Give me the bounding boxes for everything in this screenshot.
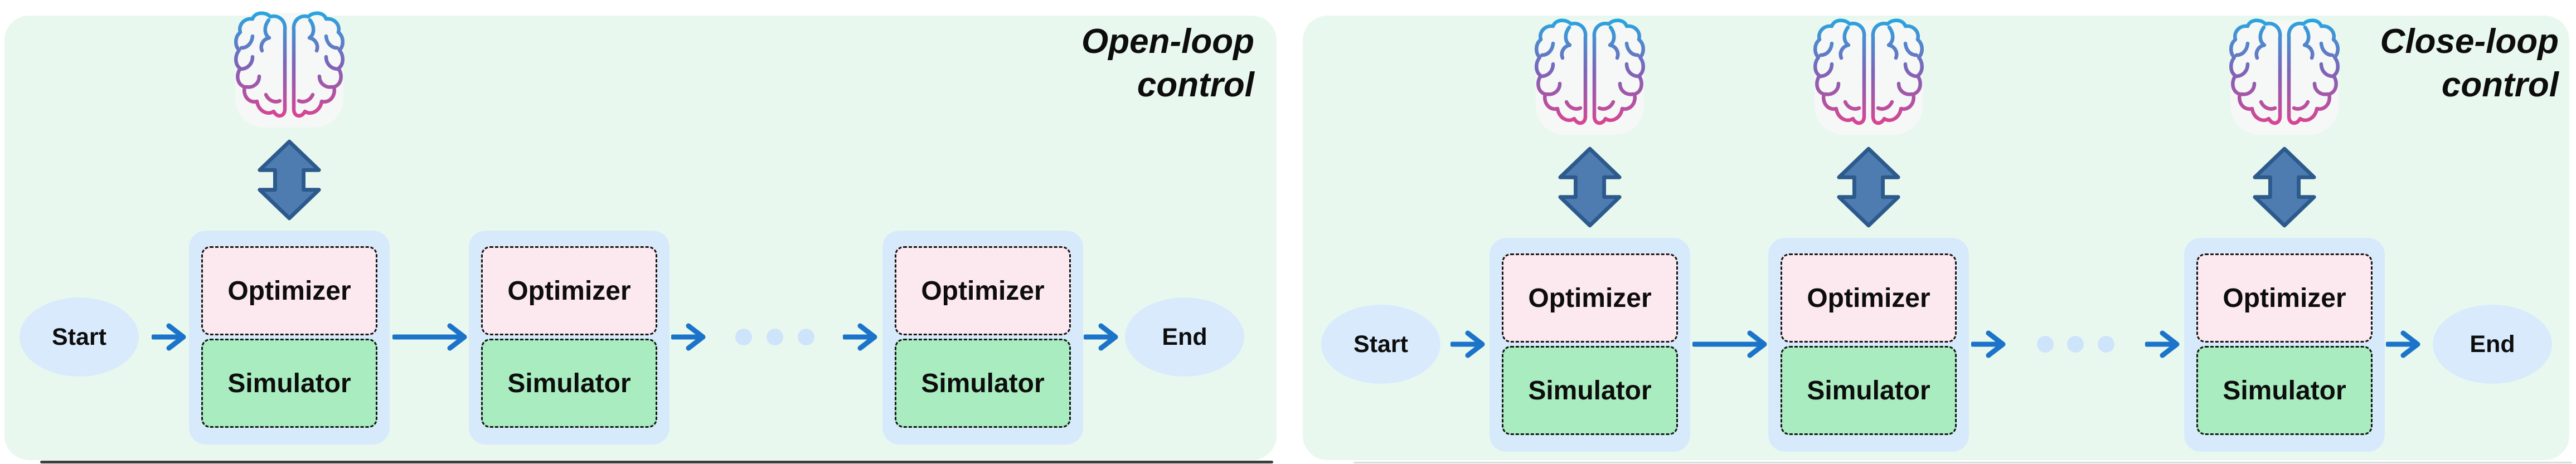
simulator-box: Simulator (895, 339, 1071, 428)
ellipsis-dot (2098, 336, 2114, 353)
simulator-label: Simulator (1807, 375, 1930, 406)
simulator-box: Simulator (2196, 346, 2373, 435)
ellipsis-dot (735, 329, 752, 345)
stage-block: Optimizer Simulator (882, 231, 1083, 445)
end-node: End (2433, 305, 2552, 384)
optimizer-label: Optimizer (2223, 283, 2346, 313)
panel-title-open-loop: Open-loop control (1081, 22, 1254, 104)
stage-block: Optimizer Simulator (1490, 238, 1690, 452)
arrow-right-icon (843, 320, 879, 354)
optimizer-label: Optimizer (507, 276, 631, 306)
optimizer-box: Optimizer (895, 246, 1071, 335)
optimizer-box: Optimizer (481, 246, 657, 335)
simulator-label: Simulator (1528, 375, 1652, 406)
start-node: Start (1321, 305, 1440, 384)
simulator-label: Simulator (921, 368, 1045, 398)
simulator-box: Simulator (1502, 346, 1678, 435)
ellipsis-dot (2067, 336, 2084, 353)
simulator-label: Simulator (507, 368, 631, 398)
optimizer-label: Optimizer (227, 276, 351, 306)
start-node: Start (20, 297, 139, 377)
end-node: End (1125, 297, 1244, 377)
optimizer-box: Optimizer (2196, 253, 2373, 343)
simulator-label: Simulator (2223, 375, 2346, 406)
optimizer-box: Optimizer (201, 246, 377, 335)
simulator-box: Simulator (1781, 346, 1957, 435)
brain-icon (1813, 18, 1924, 136)
arrow-right-icon (671, 320, 707, 354)
arrow-right-icon (1971, 328, 2007, 361)
panel-title-close-loop: Close-loop control (2380, 22, 2559, 104)
brain-icon (234, 11, 345, 129)
simulator-box: Simulator (481, 339, 657, 428)
up-down-arrow-icon (1556, 145, 1624, 229)
stage-block: Optimizer Simulator (189, 231, 390, 445)
stage-block: Optimizer Simulator (2184, 238, 2385, 452)
end-label: End (2470, 330, 2515, 358)
simulator-label: Simulator (227, 368, 351, 398)
arrow-right-icon (152, 320, 187, 354)
brain-icon (1534, 18, 1646, 136)
start-label: Start (52, 323, 106, 350)
up-down-arrow-icon (2250, 145, 2318, 229)
end-label: End (1162, 323, 1207, 350)
stage-block: Optimizer Simulator (1768, 238, 1969, 452)
bottom-edge-line-left (40, 461, 1273, 463)
brain-icon (2229, 18, 2340, 136)
arrow-right-icon (2386, 328, 2422, 361)
arrow-right-icon (1450, 328, 1486, 361)
arrow-right-icon (392, 320, 468, 354)
optimizer-box: Optimizer (1781, 253, 1957, 343)
optimizer-label: Optimizer (1807, 283, 1930, 313)
optimizer-box: Optimizer (1502, 253, 1678, 343)
ellipsis-dot (798, 329, 814, 345)
up-down-arrow-icon (1835, 145, 1903, 229)
up-down-arrow-icon (255, 138, 323, 222)
ellipsis-dot (767, 329, 783, 345)
stage-block: Optimizer Simulator (469, 231, 670, 445)
arrow-right-icon (1084, 320, 1119, 354)
arrow-right-icon (1692, 328, 1768, 361)
start-label: Start (1354, 330, 1408, 358)
optimizer-label: Optimizer (921, 276, 1045, 306)
optimizer-label: Optimizer (1528, 283, 1652, 313)
bottom-edge-line-right (1354, 462, 2572, 463)
simulator-box: Simulator (201, 339, 377, 428)
ellipsis-dot (2037, 336, 2054, 353)
arrow-right-icon (2145, 328, 2181, 361)
